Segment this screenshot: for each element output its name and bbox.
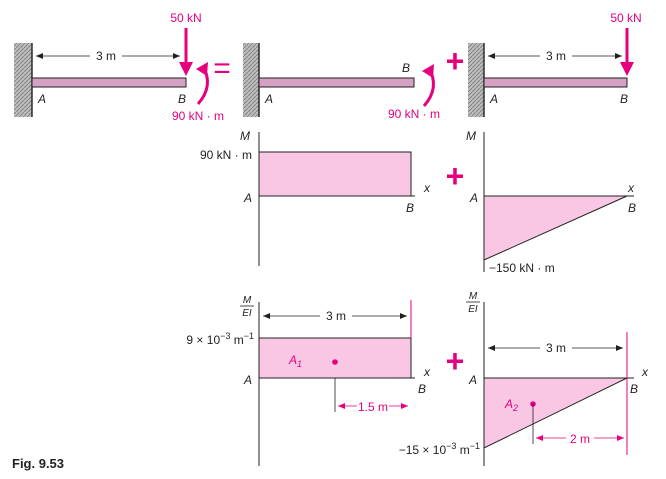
middle-beam-end-b: B [402, 61, 410, 75]
right-mei-value-base: −15 × 10 [399, 443, 447, 457]
right-mei-area-sub: 2 [512, 403, 518, 413]
right-mei-diagram: M EI 3 m A2 2 m −15 × 10−3 m−1 A B x [399, 291, 649, 466]
left-m-area [258, 151, 412, 197]
right-m-end-b: B [628, 201, 636, 215]
left-moment-arrow-head [196, 62, 208, 76]
right-mei-centroid-label: 2 m [570, 432, 590, 446]
left-mei-area-label: A1 [288, 353, 302, 369]
middle-wall [243, 43, 259, 117]
right-beam-length: 3 m [546, 49, 566, 63]
left-load-arrow-head [179, 62, 193, 76]
left-mei-value-unit-exp: −1 [244, 331, 254, 341]
left-moment-label: 90 kN · m [172, 109, 224, 123]
right-mei-end-b: B [630, 382, 638, 396]
left-mei-value-label: 9 × 10−3 m−1 [186, 331, 254, 347]
right-mei-value-unit-exp: −1 [470, 441, 480, 451]
right-load-arrow-head [620, 62, 634, 76]
right-m-axis-label: M [466, 129, 476, 143]
left-beam-group: 3 m 50 kN A B 90 kN · m [14, 11, 224, 123]
right-dim-arrow-b [615, 53, 622, 59]
middle-beam-group: A B 90 kN · m [243, 43, 440, 121]
left-mei-value-unit: m [230, 333, 243, 347]
plus-operator-middle: + [446, 158, 465, 194]
left-mei-value-exp: −3 [220, 331, 230, 341]
left-mei-x-label: x [423, 365, 431, 379]
left-mei-axis-num: M [243, 295, 252, 306]
left-m-end-b: B [406, 201, 414, 215]
right-mei-axis-den: EI [468, 304, 478, 315]
right-beam-end-a: A [489, 92, 498, 106]
left-beam-length: 3 m [96, 49, 116, 63]
right-m-value-label: −150 kN · m [489, 261, 555, 275]
left-wall [14, 43, 32, 117]
right-beam [483, 77, 628, 88]
plus-operator-top: + [446, 43, 465, 79]
right-mei-area-label: A2 [504, 397, 518, 413]
right-wall [468, 43, 484, 117]
left-mei-centroid-label: 1.5 m [358, 400, 388, 414]
left-beam-end-a: A [37, 92, 46, 106]
right-beam-end-b: B [620, 92, 628, 106]
right-moment-diagram: M A B x −150 kN · m [466, 129, 636, 275]
left-m-axis-label: M [240, 129, 250, 143]
right-mei-value-unit: m [456, 443, 469, 457]
right-mei-value-exp: −3 [446, 441, 456, 451]
left-mei-centroid-dot [332, 359, 338, 365]
left-mei-area [258, 337, 412, 379]
right-beam-group: 3 m 50 kN A B [468, 11, 642, 117]
right-load-label: 50 kN [610, 11, 641, 25]
right-dim-arrow-a [488, 53, 495, 59]
right-m-end-a: A [469, 191, 478, 205]
middle-beam-end-a: A [264, 92, 273, 106]
left-m-end-a: A [243, 191, 252, 205]
middle-beam [258, 77, 415, 88]
plus-operator-bottom: + [446, 343, 465, 379]
left-dim-arrow-a [36, 53, 43, 59]
right-mei-value-label: −15 × 10−3 m−1 [399, 441, 480, 457]
left-mei-area-sub: 1 [297, 359, 302, 369]
middle-moment-arrow-head [422, 64, 434, 78]
left-beam [31, 77, 187, 88]
right-mei-length: 3 m [546, 341, 566, 355]
left-m-value-label: 90 kN · m [200, 148, 252, 162]
right-m-x-label: x [627, 181, 635, 195]
left-mei-diagram: M EI 3 m 9 × 10−3 m−1 A1 1.5 m A B x [186, 295, 431, 466]
right-m-area [483, 195, 628, 261]
left-mei-length: 3 m [326, 309, 346, 323]
figure-caption: Fig. 9.53 [12, 456, 64, 471]
right-mei-area-name: A [504, 397, 513, 411]
left-mei-value-base: 9 × 10 [186, 333, 220, 347]
left-mei-area-name: A [288, 353, 297, 367]
left-dim-arrow-b [173, 53, 180, 59]
right-mei-axis-num: M [469, 291, 478, 302]
right-mei-x-label: x [641, 365, 649, 379]
right-mei-end-a: A [468, 373, 477, 387]
left-mei-axis-den: EI [242, 308, 252, 319]
left-beam-end-b: B [178, 92, 186, 106]
left-mei-end-b: B [418, 382, 426, 396]
left-load-label: 50 kN [170, 11, 201, 25]
left-mei-end-a: A [243, 373, 252, 387]
left-moment-diagram: M 90 kN · m A B x [200, 129, 431, 266]
right-mei-area [483, 377, 628, 449]
middle-moment-label: 90 kN · m [388, 107, 440, 121]
left-m-x-label: x [423, 181, 431, 195]
equals-operator: = [213, 52, 231, 85]
